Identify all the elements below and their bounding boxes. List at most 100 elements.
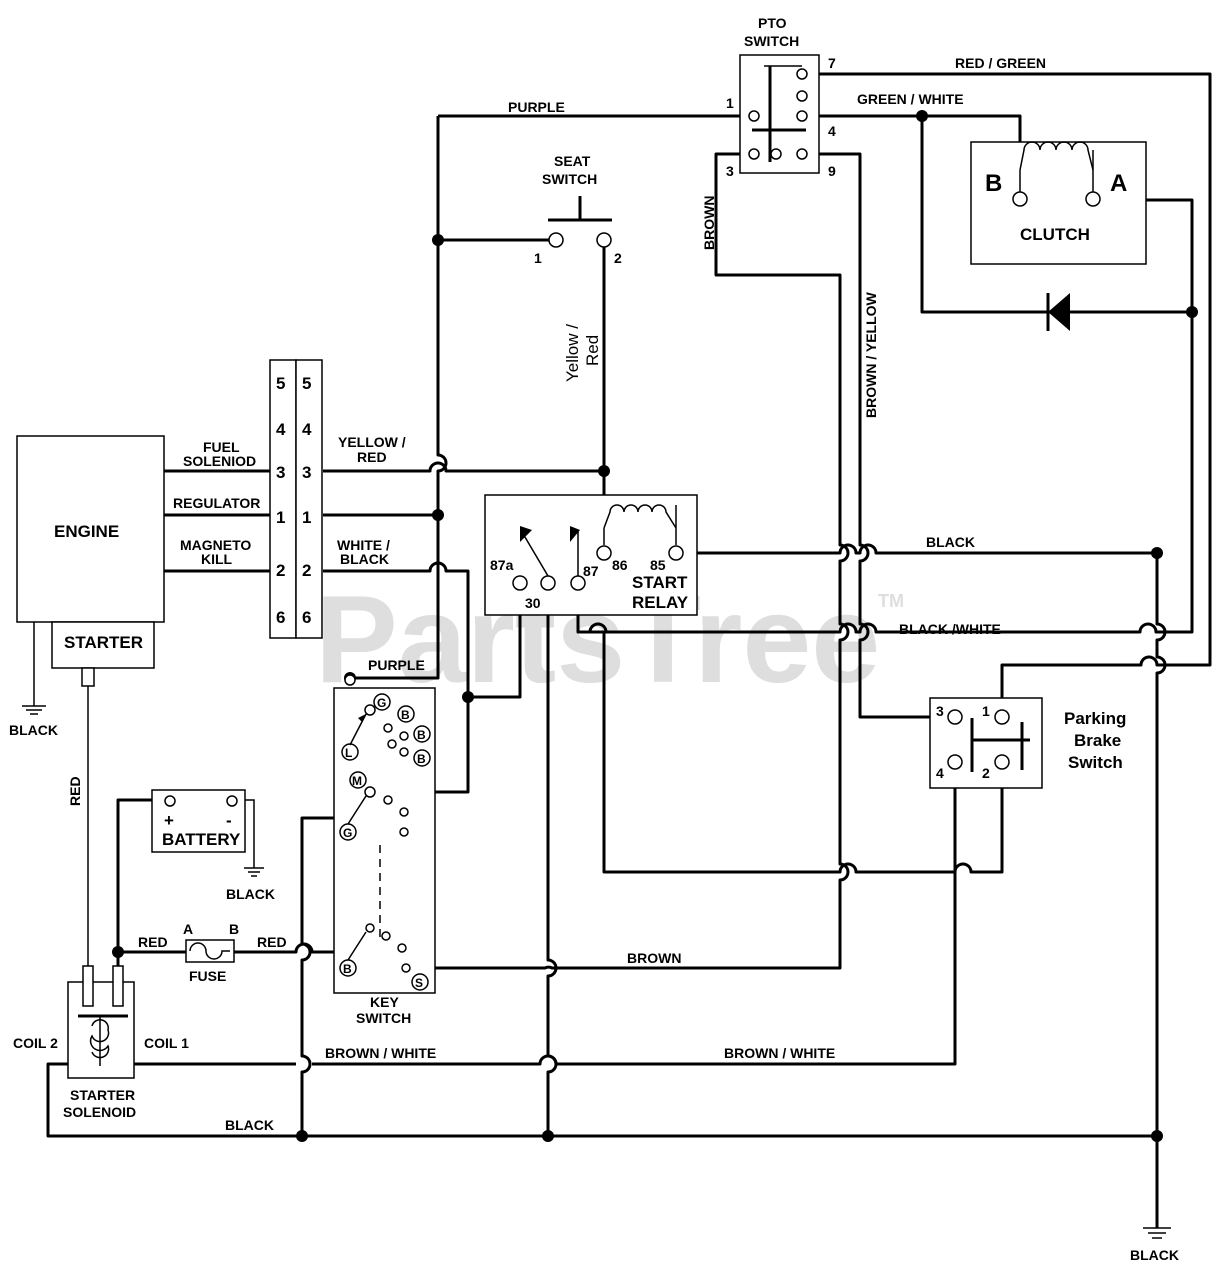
pin-left: 2: [276, 561, 285, 580]
pin-right: 1: [302, 508, 311, 527]
wire-label: RED: [138, 934, 168, 950]
pin-left: 1: [276, 508, 285, 527]
diode: [1046, 293, 1070, 331]
junction-dot: [432, 509, 444, 521]
starter-box: [51, 621, 155, 669]
fuse-box: [185, 939, 235, 963]
coil1-label: COIL 1: [144, 1035, 189, 1051]
starter-solenoid: COIL 2 COIL 1 STARTER SOLENOID: [13, 965, 189, 1120]
wire-yellow-red: [323, 461, 604, 473]
engine: ENGINE STARTER: [16, 435, 165, 687]
fuse: A B FUSE: [183, 921, 239, 984]
key-b4: B: [343, 962, 352, 976]
pin-right: 3: [302, 463, 311, 482]
relay-t30: 30: [525, 595, 541, 611]
junction-dot: [598, 465, 610, 477]
key-g2: G: [343, 826, 352, 840]
pto-t1: 1: [726, 95, 734, 111]
pin-left: 5: [276, 374, 285, 393]
engine-label: ENGINE: [54, 522, 119, 541]
wire-label: GREEN / WHITE: [857, 91, 964, 107]
relay-label-1: START: [632, 573, 688, 592]
key-b2: B: [417, 728, 426, 742]
seat-t1: 1: [534, 250, 542, 266]
key-b3: B: [417, 752, 426, 766]
pin-left: 6: [276, 608, 285, 627]
relay-t87a: 87a: [490, 557, 514, 573]
wire-black-white: [588, 198, 1194, 634]
fuse-b: B: [229, 921, 239, 937]
wire-black-ground: [1155, 553, 1167, 1228]
pin-left: 4: [276, 420, 286, 439]
battery-plus: +: [164, 811, 174, 830]
solenoid-box: [67, 981, 135, 1079]
wire-connector: 5 4 3 1 2 6 5 4 3 1 2 6: [269, 359, 323, 639]
brake-t1: 1: [982, 703, 990, 719]
wire-label: BLACK: [1130, 1247, 1179, 1263]
ground-symbol: [1143, 1227, 1171, 1239]
seat-label-2: SWITCH: [542, 171, 597, 187]
wire-label: BROWN / YELLOW: [863, 291, 879, 418]
wire-brown-pto: [406, 152, 850, 970]
wire-purple-trunk: [350, 116, 448, 680]
wire-label: PURPLE: [368, 657, 425, 673]
wire-brown-yellow: [802, 152, 955, 719]
ground-battery-label: BLACK: [226, 886, 275, 902]
brake-label-2: Brake: [1074, 731, 1121, 750]
seat-label-1: SEAT: [554, 153, 591, 169]
pto-switch: PTO SWITCH 1 3 4 7 9: [726, 15, 836, 179]
key-l: L: [345, 746, 352, 760]
solenoid-label-2: SOLENOID: [63, 1104, 136, 1120]
pto-t3: 3: [726, 163, 734, 179]
wire-relay30-down: [546, 583, 558, 1136]
key-b1: B: [401, 708, 410, 722]
fuse-label: FUSE: [189, 968, 226, 984]
solenoid-post: [82, 965, 94, 1007]
wire-label: BROWN / WHITE: [724, 1045, 835, 1061]
wire-label: RED: [257, 934, 287, 950]
fuse-a: A: [183, 921, 193, 937]
clutch-a: A: [1110, 170, 1127, 197]
wire-label: BROWN: [627, 950, 681, 966]
magneto-label-2: KILL: [201, 551, 233, 567]
start-relay: 87a 30 87 86 85 START RELAY: [484, 494, 698, 616]
wire-label: BROWN: [701, 196, 717, 250]
ground-symbol: [22, 705, 46, 715]
key-label-2: SWITCH: [356, 1010, 411, 1026]
pin-right: 4: [302, 420, 312, 439]
wire-black-mid: [676, 543, 1157, 555]
magneto-label-1: MAGNETO: [180, 537, 251, 553]
seat-switch: SEAT SWITCH 1 2: [534, 153, 622, 266]
watermark-tm: TM: [878, 591, 904, 611]
wire-label: BLACK: [225, 1117, 274, 1133]
wire-red-key: [234, 942, 345, 954]
ground-symbol: [244, 867, 264, 877]
wire-label: BLACK /WHITE: [899, 621, 1001, 637]
junction-dot: [1186, 306, 1198, 318]
key-m: M: [352, 774, 362, 788]
clutch: B A CLUTCH: [970, 141, 1147, 265]
brake-t2: 2: [982, 765, 990, 781]
junction-dot: [462, 691, 474, 703]
wire-label: BLACK: [926, 534, 975, 550]
relay-t87: 87: [583, 563, 599, 579]
junction-dot: [542, 1130, 554, 1142]
pto-t7: 7: [828, 55, 836, 71]
wire-labels: RED / GREEN PURPLE GREEN / WHITE BROWN B…: [67, 55, 1179, 1263]
pin-right: 2: [302, 561, 311, 580]
wire-red-green: [802, 72, 1212, 715]
battery-label: BATTERY: [162, 830, 241, 849]
wire-relay30-key: [468, 583, 522, 699]
starter-label: STARTER: [64, 633, 143, 652]
fuel-label-1: FUEL: [203, 439, 240, 455]
pto-t9: 9: [828, 163, 836, 179]
battery: + - BATTERY: [151, 789, 246, 853]
junction-dot: [296, 1130, 308, 1142]
clutch-label: CLUTCH: [1020, 225, 1090, 244]
brake-label-1: Parking: [1064, 709, 1126, 728]
pto-t4: 4: [828, 123, 836, 139]
regulator-label: REGULATOR: [173, 495, 260, 511]
pto-label-2: SWITCH: [744, 33, 799, 49]
wire-label: PURPLE: [508, 99, 565, 115]
